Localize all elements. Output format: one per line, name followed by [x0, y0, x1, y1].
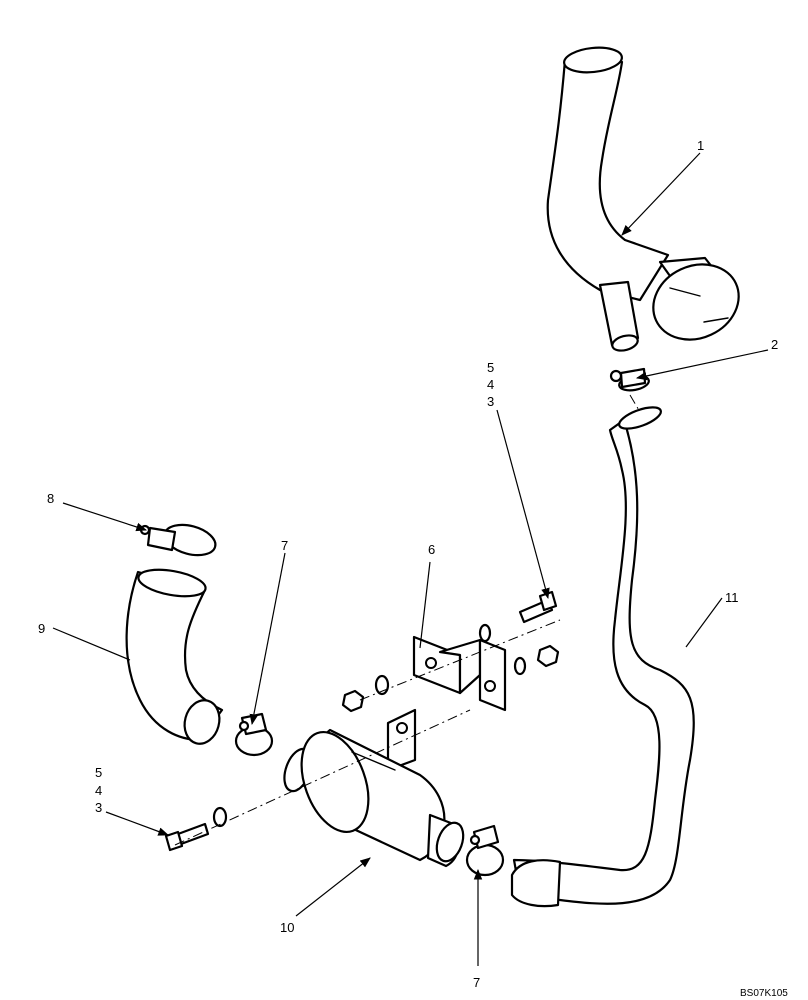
callout-4-left: 4: [95, 783, 102, 798]
callout-10: 10: [280, 920, 294, 935]
callout-4-top: 4: [487, 377, 494, 392]
clamp-part-2: [609, 367, 650, 392]
callout-11: 11: [725, 590, 739, 605]
bracket-part-6: [386, 635, 507, 772]
leader-lines: [52, 152, 769, 966]
callout-9: 9: [38, 621, 45, 636]
hose-part-11: [510, 406, 695, 908]
callout-6: 6: [428, 542, 435, 557]
callout-8: 8: [47, 491, 54, 506]
callout-1: 1: [697, 138, 704, 153]
reference-code: BS07K105: [740, 988, 788, 999]
mounting-bolt-left: [164, 806, 228, 852]
callout-5-left: 5: [95, 765, 102, 780]
elbow-part-9: [125, 568, 224, 745]
alignment-axes: [174, 394, 641, 846]
clamp-part-7-lower: [465, 824, 505, 877]
callout-7-lower: 7: [473, 975, 480, 990]
bracket-hardware: [341, 590, 560, 713]
clamp-part-7-upper: [234, 712, 274, 757]
callout-labels: 1 2 5 4 3 6 7 8 9 5 4 3 10 7 11 BS07K105: [38, 138, 788, 999]
callout-3-left: 3: [95, 800, 102, 815]
exhaust-pipe-part-1: [546, 46, 740, 352]
callout-5-top: 5: [487, 360, 494, 375]
callout-7-upper: 7: [281, 538, 288, 553]
clamp-part-8: [139, 523, 217, 557]
callout-2: 2: [771, 337, 778, 352]
muffler-part-10: [283, 728, 465, 868]
callout-3-top: 3: [487, 394, 494, 409]
